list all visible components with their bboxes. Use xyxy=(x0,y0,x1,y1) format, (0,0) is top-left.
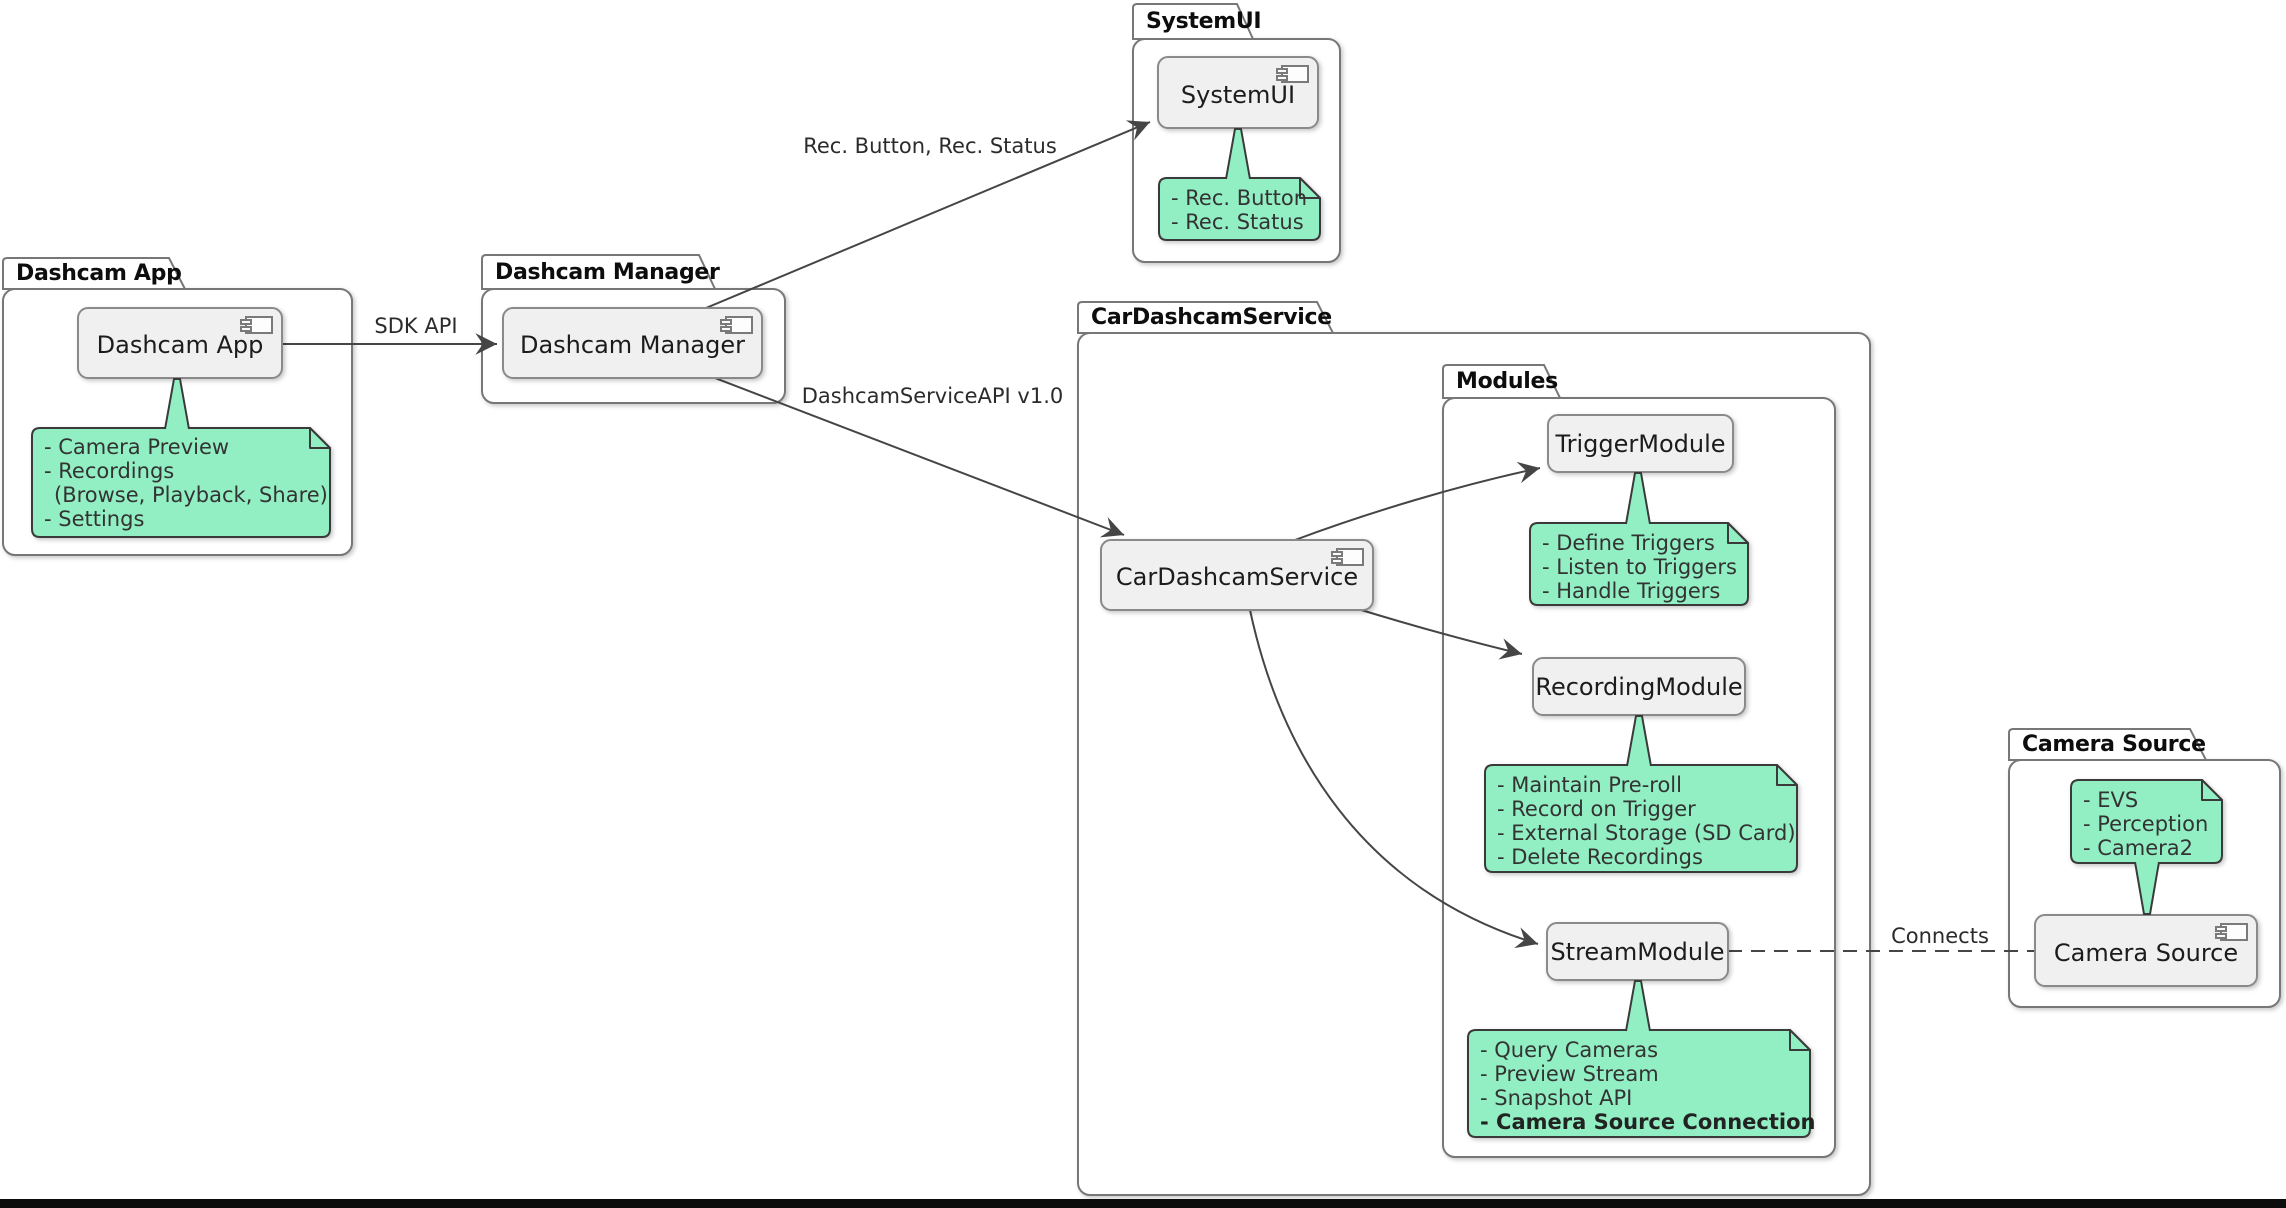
note-trigger-module-text: - Define Triggers - Listen to Triggers -… xyxy=(1530,524,1772,603)
note-line: - Perception xyxy=(2083,812,2209,836)
note-fold-icon xyxy=(1727,522,1749,544)
car-dashcam-service-package-tab xyxy=(1077,301,1335,334)
edge-label-connects: Connects xyxy=(1891,924,1989,948)
component-icon xyxy=(2215,923,2248,941)
edge-to-stream-module xyxy=(1249,609,1539,949)
modules-package-label: Modules xyxy=(1456,369,1558,394)
car-dashcam-service-component-label: CarDashcamService xyxy=(1115,563,1359,591)
note-fold-icon xyxy=(1789,1029,1811,1051)
edge-to-recording-module xyxy=(1357,608,1523,660)
dashcam-app-component-label: Dashcam App xyxy=(96,331,264,359)
note-line: - Rec. Button xyxy=(1171,186,1308,210)
note-line: - Handle Triggers xyxy=(1542,579,1721,603)
note-line: - Listen to Triggers xyxy=(1542,555,1737,579)
stream-module-label: StreamModule xyxy=(1550,937,1725,966)
dashcam-app-package-label: Dashcam App xyxy=(16,261,182,286)
edge-dashcam-service-api xyxy=(714,377,1125,538)
edge-label-dashcam-service-api: DashcamServiceAPI v1.0 xyxy=(801,384,1064,408)
note-line: - Camera Source Connection xyxy=(1480,1110,1816,1134)
component-icon xyxy=(1331,548,1364,566)
note-line: - EVS xyxy=(2083,788,2139,812)
note-line: - Delete Recordings xyxy=(1497,845,1703,869)
note-tail-recording xyxy=(1626,715,1652,767)
trigger-module-label: TriggerModule xyxy=(1555,429,1726,458)
edge-label-sdk-api: SDK API xyxy=(374,314,458,338)
dashcam-manager-component-label: Dashcam Manager xyxy=(519,331,745,359)
camera-source-package-tab xyxy=(2008,728,2208,761)
component-icon xyxy=(240,316,273,334)
systemui-package-label: SystemUI xyxy=(1146,9,1262,34)
component-icon xyxy=(720,316,753,334)
note-line: - External Storage (SD Card) xyxy=(1497,821,1796,845)
recording-module-label: RecordingModule xyxy=(1535,672,1743,701)
note-camera-source xyxy=(2070,779,2223,864)
note-dashcam-app xyxy=(31,427,331,538)
note-line: - Settings xyxy=(44,507,145,531)
note-tail-trigger xyxy=(1625,472,1651,525)
note-line: - Camera2 xyxy=(2083,836,2194,860)
note-tail-dashcam-app xyxy=(164,378,190,430)
note-stream-module-text: - Query Cameras - Preview Stream - Snaps… xyxy=(1468,1031,1834,1134)
dashcam-manager-package-label: Dashcam Manager xyxy=(495,259,720,285)
note-stream-module xyxy=(1467,1029,1811,1138)
component-icon xyxy=(1276,65,1309,83)
dashcam-app-package-tab xyxy=(2,257,187,290)
systemui-package-tab xyxy=(1132,3,1255,40)
note-line: - Rec. Status xyxy=(1171,210,1304,234)
note-recording-module xyxy=(1484,764,1798,873)
modules-package-tab xyxy=(1442,364,1562,399)
bottom-window-edge xyxy=(0,1199,2286,1208)
note-fold-icon xyxy=(1299,177,1321,199)
dashcam-manager-component xyxy=(502,307,763,379)
note-systemui-text: - Rec. Button - Rec. Status xyxy=(1159,179,1344,234)
note-recording-module-text: - Maintain Pre-roll - Record on Trigger … xyxy=(1485,766,1821,869)
note-tail-camera-source xyxy=(2134,861,2160,915)
note-line: - Recordings xyxy=(44,459,175,483)
note-line: - Query Cameras xyxy=(1480,1038,1659,1062)
car-dashcam-service-package-label: CarDashcamService xyxy=(1091,305,1332,330)
note-fold-icon xyxy=(309,427,331,449)
note-dashcam-app-text: - Camera Preview - Recordings (Browse, P… xyxy=(32,428,354,531)
systemui-component xyxy=(1157,56,1319,129)
camera-source-component xyxy=(2034,914,2258,987)
note-camera-source-text: - EVS - Perception - Camera2 xyxy=(2071,781,2246,860)
note-trigger-module xyxy=(1529,522,1749,606)
note-line: - Preview Stream xyxy=(1480,1062,1659,1086)
systemui-component-label: SystemUI xyxy=(1180,80,1296,109)
dashcam-app-component xyxy=(77,307,283,379)
car-dashcam-service-component xyxy=(1100,539,1374,611)
dashcam-manager-package-tab xyxy=(481,254,717,290)
edge-to-trigger-module xyxy=(1294,461,1541,541)
camera-source-package-label: Camera Source xyxy=(2022,732,2206,757)
note-line: - Snapshot API xyxy=(1480,1086,1633,1110)
camera-source-component-label: Camera Source xyxy=(2053,938,2239,967)
note-fold-icon xyxy=(2201,779,2223,801)
note-tail-systemui xyxy=(1225,128,1251,180)
note-systemui xyxy=(1158,177,1321,241)
note-line: (Browse, Playback, Share) xyxy=(54,483,328,507)
edge-label-rec-button-status: Rec. Button, Rec. Status xyxy=(803,134,1057,158)
note-line: - Maintain Pre-roll xyxy=(1497,773,1682,797)
note-fold-icon xyxy=(1776,764,1798,786)
note-line: - Record on Trigger xyxy=(1497,797,1696,821)
note-line: - Camera Preview xyxy=(44,435,230,459)
note-line: - Define Triggers xyxy=(1542,531,1715,555)
note-tail-stream xyxy=(1625,980,1651,1032)
edge-rec-button-status xyxy=(705,120,1151,309)
